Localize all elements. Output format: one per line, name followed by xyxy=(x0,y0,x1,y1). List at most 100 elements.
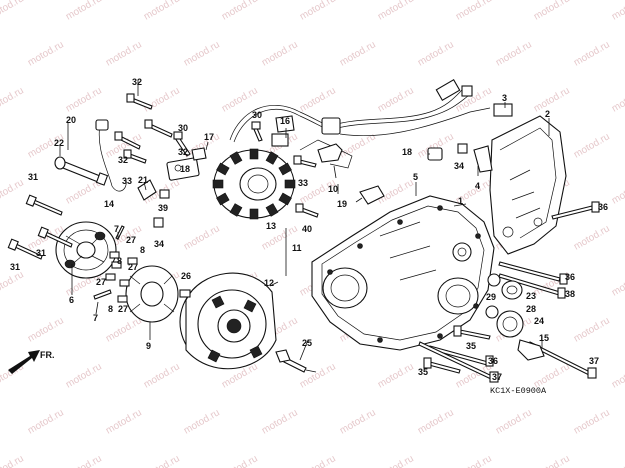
watermark-text: motod.ru xyxy=(610,361,625,390)
watermark-text: motod.ru xyxy=(64,361,104,390)
callout-28: 28 xyxy=(526,304,536,314)
callout-38: 38 xyxy=(565,289,575,299)
watermark-text: motod.ru xyxy=(572,407,612,436)
watermark-text: motod.ru xyxy=(416,407,456,436)
stator-pole xyxy=(216,192,230,206)
watermark-text: motod.ru xyxy=(572,315,612,344)
watermark-text: motod.ru xyxy=(610,0,625,23)
callout-6: 6 xyxy=(69,295,74,305)
callout-8: 8 xyxy=(117,256,122,266)
watermark-text: motod.ru xyxy=(26,407,66,436)
watermark-text: motod.ru xyxy=(610,85,625,114)
watermark-text: motod.ru xyxy=(64,0,104,23)
watermark-text: motod.ru xyxy=(454,453,494,468)
watermark-text: motod.ru xyxy=(260,407,300,436)
stator-pole xyxy=(229,151,243,165)
callout-22: 22 xyxy=(54,138,64,148)
callout-1: 1 xyxy=(458,196,463,206)
watermark-text: motod.ru xyxy=(220,0,260,23)
watermark-text: motod.ru xyxy=(142,85,182,114)
callout-30: 30 xyxy=(178,123,188,133)
driven-gear-part xyxy=(125,265,179,323)
callout-31: 31 xyxy=(36,248,46,258)
callout-26: 26 xyxy=(181,271,191,281)
stator-pole xyxy=(278,192,292,206)
watermark-text: motod.ru xyxy=(182,223,222,252)
stator-pole xyxy=(212,179,224,189)
watermark-text: motod.ru xyxy=(338,39,378,68)
callout-33: 33 xyxy=(122,176,132,186)
callout-31: 31 xyxy=(10,262,20,272)
stator-pole xyxy=(278,162,292,176)
callout-36: 36 xyxy=(488,356,498,366)
callout-40: 40 xyxy=(302,224,312,234)
callout-7: 7 xyxy=(114,224,119,234)
stator-pole xyxy=(265,203,279,217)
callout-32: 32 xyxy=(132,77,142,87)
callout-23: 23 xyxy=(526,291,536,301)
watermark-text: motod.ru xyxy=(376,361,416,390)
shaft-part xyxy=(54,119,127,192)
watermark-text: motod.ru xyxy=(64,453,104,468)
callout-34: 34 xyxy=(454,161,464,171)
watermark-text: motod.ru xyxy=(376,0,416,23)
callout-19: 19 xyxy=(337,199,347,209)
flywheel-part xyxy=(179,272,277,370)
front-arrow-icon xyxy=(8,350,40,374)
callout-5: 5 xyxy=(413,172,418,182)
watermark-text: motod.ru xyxy=(532,453,572,468)
callout-13: 13 xyxy=(266,221,276,231)
callout-33: 33 xyxy=(298,178,308,188)
watermark-text: motod.ru xyxy=(338,407,378,436)
pulse-generator-part xyxy=(166,147,207,181)
callout-21: 21 xyxy=(138,175,148,185)
watermark-text: motod.ru xyxy=(104,39,144,68)
callout-37: 37 xyxy=(492,372,502,382)
watermark-text: motod.ru xyxy=(104,315,144,344)
callout-12: 12 xyxy=(264,278,274,288)
brackets-parts xyxy=(137,115,493,205)
watermark-text: motod.ru xyxy=(64,85,104,114)
callout-3: 3 xyxy=(502,93,507,103)
watermark-text: motod.ru xyxy=(0,0,26,23)
callout-2: 2 xyxy=(545,109,550,119)
stator-pole xyxy=(229,203,243,217)
callout-15: 15 xyxy=(539,333,549,343)
callout-25: 25 xyxy=(302,338,312,348)
callout-8: 8 xyxy=(108,304,113,314)
callout-39: 39 xyxy=(158,203,168,213)
crankcase-cover-part xyxy=(311,195,495,351)
watermark-text: motod.ru xyxy=(298,85,338,114)
callout-20: 20 xyxy=(66,115,76,125)
caps-plugs-parts xyxy=(485,273,545,361)
watermark-text: motod.ru xyxy=(494,407,534,436)
callout-32: 32 xyxy=(178,147,188,157)
watermark-text: motod.ru xyxy=(376,85,416,114)
watermark-text: motod.ru xyxy=(532,85,572,114)
callout-35: 35 xyxy=(466,341,476,351)
watermark-text: motod.ru xyxy=(494,39,534,68)
starter-clutch-part xyxy=(55,221,117,279)
watermark-text: motod.ru xyxy=(142,361,182,390)
watermark-text: motod.ru xyxy=(104,407,144,436)
callout-9: 9 xyxy=(146,341,151,351)
stator-pole xyxy=(249,148,259,160)
part-callouts: 1 2 3 4 5 6 7 7 8 8 8 9 10 11 12 13 14 1… xyxy=(10,77,608,396)
callout-18: 18 xyxy=(180,164,190,174)
watermark-text: motod.ru xyxy=(298,453,338,468)
watermark-text: motod.ru xyxy=(298,361,338,390)
watermark-text: motod.ru xyxy=(532,0,572,23)
callout-27: 27 xyxy=(96,277,106,287)
watermark-text: motod.ru xyxy=(142,0,182,23)
callout-34: 34 xyxy=(154,239,164,249)
front-label: FR. xyxy=(40,350,55,360)
watermark-text: motod.ru xyxy=(26,39,66,68)
watermark-text: motod.ru xyxy=(0,269,26,298)
callout-7: 7 xyxy=(93,313,98,323)
watermark-text: motod.ru xyxy=(26,315,66,344)
watermark-text: motod.ru xyxy=(298,0,338,23)
watermark-text: motod.ru xyxy=(0,453,26,468)
callout-16: 16 xyxy=(280,116,290,126)
watermark-text: motod.ru xyxy=(0,85,26,114)
